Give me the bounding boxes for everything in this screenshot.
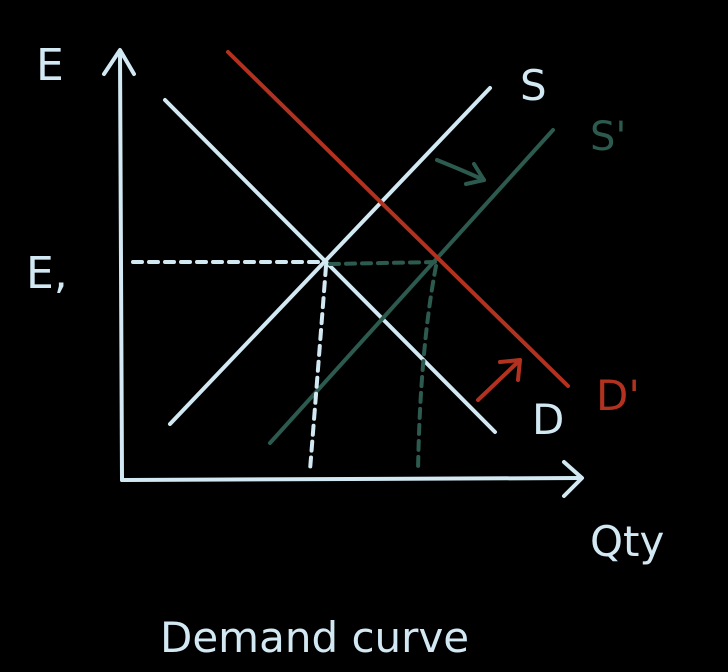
- axes: [102, 48, 584, 498]
- y-axis: [118, 50, 124, 482]
- supply-curve: [168, 86, 492, 426]
- supply-shifted-curve: [268, 128, 555, 445]
- arrow-right-down-icon: [435, 158, 486, 186]
- demand-shifted-curve: [226, 50, 570, 388]
- new-price-guide-line: [328, 260, 438, 266]
- y-axis-arrowhead: [102, 48, 136, 76]
- price-level-label: E,: [26, 248, 68, 299]
- new-quantity-guide-line: [416, 264, 438, 474]
- supply-shifted-label: S': [590, 114, 626, 160]
- demand-label: D: [532, 395, 564, 444]
- quantity-guide-line: [308, 264, 328, 472]
- demand-shifted-label: D': [596, 371, 640, 420]
- diagram-caption: Demand curve: [160, 613, 469, 662]
- x-axis-label: Qty: [590, 517, 664, 566]
- equilibrium-guides: [131, 260, 328, 472]
- x-axis-arrowhead: [562, 460, 584, 498]
- arrow-up-right-icon: [476, 358, 522, 402]
- supply-label: S: [520, 61, 547, 110]
- new-equilibrium-guides: [328, 260, 438, 474]
- y-axis-label: E: [36, 40, 64, 91]
- x-axis: [120, 476, 582, 482]
